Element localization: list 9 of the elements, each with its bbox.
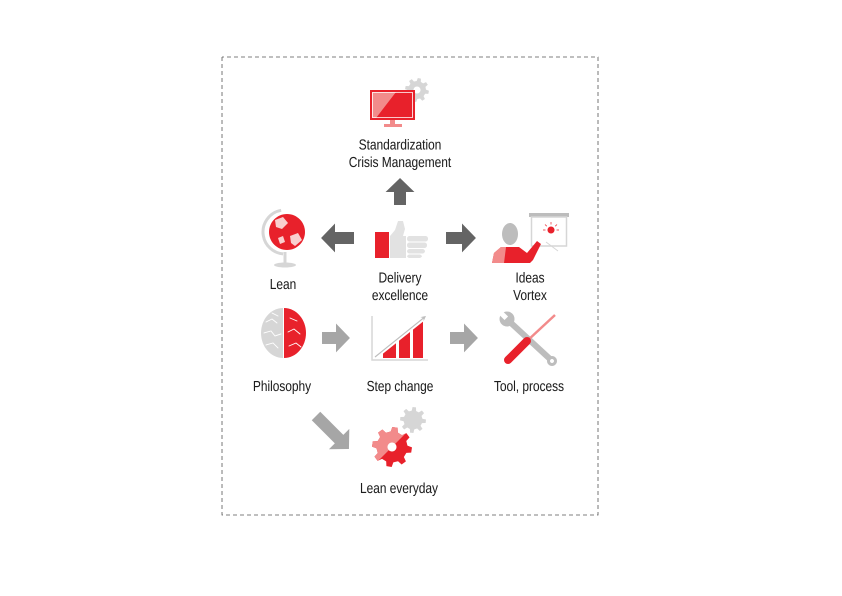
block-arrow (312, 412, 350, 450)
node-label: Delivery excellence (372, 272, 428, 300)
node-label: Ideas Vortex (513, 272, 547, 300)
node-label: Tool, process (494, 380, 564, 394)
node-label: Lean (270, 279, 296, 290)
node-label: Philosophy (254, 380, 312, 394)
node-label: Lean everyday (360, 482, 438, 496)
node-label: Step change (367, 380, 433, 394)
node-label: Standardization Crisis Management (349, 138, 452, 170)
